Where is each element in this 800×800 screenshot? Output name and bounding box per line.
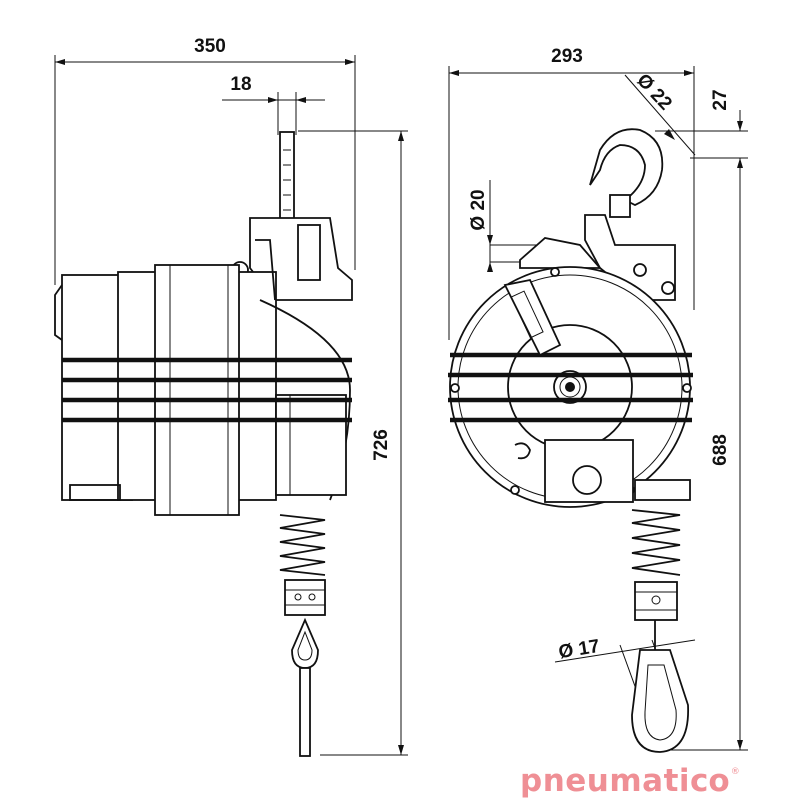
- dim-688: 688: [710, 434, 731, 466]
- side-view: 350 18 726: [54, 36, 408, 757]
- dim-293: 293: [551, 46, 583, 67]
- logo-suffix: co: [690, 763, 730, 799]
- dim-hose-20: Ø 20: [468, 189, 489, 230]
- dim-350: 350: [194, 36, 226, 57]
- dim-726: 726: [371, 429, 392, 461]
- front-view: 293 Ø 22 27 688 Ø 20: [448, 46, 748, 753]
- registered-mark-icon: ®: [730, 767, 740, 777]
- pneumatico-logo: pneumati co ®: [520, 763, 740, 799]
- logo-wordmark: pneumati: [520, 763, 691, 799]
- dim-snap-17: Ø 17: [557, 636, 601, 663]
- dim-27: 27: [710, 89, 731, 110]
- dim-18: 18: [230, 74, 251, 95]
